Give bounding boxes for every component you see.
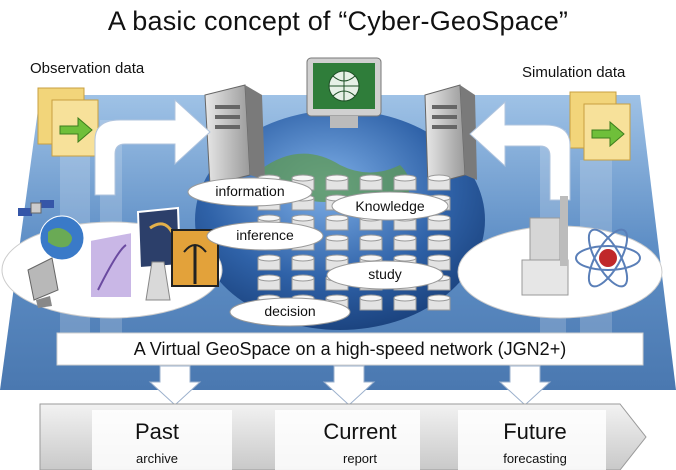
past-panel <box>92 410 232 470</box>
satellite-icon <box>18 200 54 216</box>
down-arrow-past <box>148 365 202 406</box>
database-cylinder-top <box>257 214 281 222</box>
decision-oval <box>229 297 351 327</box>
information-oval <box>187 177 313 207</box>
current-title: Current <box>323 419 397 444</box>
database-cylinder-top <box>427 214 451 222</box>
simulation-document-icon <box>569 91 631 161</box>
observation-flow-arrow <box>94 98 211 196</box>
database-cylinder-top <box>257 274 281 282</box>
study-oval <box>326 260 444 290</box>
database-cylinder-top <box>427 174 451 182</box>
network-banner-label: A Virtual GeoSpace on a high-speed netwo… <box>133 339 567 359</box>
network-banner-box <box>56 332 644 366</box>
concept-information: information <box>215 183 285 199</box>
database-cylinder-top <box>393 174 417 182</box>
concept-decision: decision <box>264 303 316 319</box>
database-cylinder-top <box>393 254 417 262</box>
simulation-flow-arrow <box>469 100 571 201</box>
concept-study: study <box>368 266 402 282</box>
database-cylinder-top <box>325 294 349 302</box>
radar-dish-icon <box>89 230 133 299</box>
database-cylinder-top <box>325 234 349 242</box>
database-cylinder-top <box>427 254 451 262</box>
diagram-title: A basic concept of “Cyber-GeoSpace” <box>107 6 569 36</box>
current-subtitle: report <box>343 451 377 466</box>
database-cylinder-top <box>325 174 349 182</box>
database-cylinder-top <box>325 214 349 222</box>
down-arrow-future <box>498 365 552 406</box>
database-cylinder-top <box>291 274 315 282</box>
database-cylinder-top <box>427 294 451 302</box>
database-cylinder-top <box>291 254 315 262</box>
concept-knowledge: Knowledge <box>355 198 425 214</box>
observation-document-icon <box>37 87 99 157</box>
simulation-data-label: Simulation data <box>522 64 626 81</box>
database-cylinder-top <box>359 174 383 182</box>
database-cylinder-top <box>393 234 417 242</box>
database-cylinder-top <box>257 254 281 262</box>
monitor-icon <box>306 57 382 128</box>
knowledge-oval <box>331 191 449 221</box>
server-left-icon <box>204 84 265 186</box>
database-cylinder-top <box>291 214 315 222</box>
server-right-icon <box>424 84 477 186</box>
past-subtitle: archive <box>136 451 178 466</box>
database-cylinder-top <box>427 234 451 242</box>
database-cylinder-top <box>359 234 383 242</box>
database-cylinder-top <box>359 294 383 302</box>
ground-station-icon <box>27 257 59 308</box>
future-subtitle: forecasting <box>503 451 567 466</box>
antenna-icon <box>171 229 219 287</box>
future-panel <box>458 410 606 470</box>
radar-tower-icon <box>136 206 182 301</box>
supercomputer-icon <box>521 196 569 296</box>
database-cylinder-top <box>291 174 315 182</box>
current-panel <box>275 410 420 470</box>
database-cylinder-top <box>325 254 349 262</box>
atom-icon <box>575 228 641 288</box>
inference-oval <box>206 221 324 251</box>
observation-data-label: Observation data <box>30 60 145 77</box>
future-title: Future <box>503 419 567 444</box>
down-arrow-current <box>322 365 376 406</box>
past-title: Past <box>134 419 180 444</box>
concept-inference: inference <box>236 227 294 243</box>
database-cylinder-top <box>393 294 417 302</box>
database-cylinder-top <box>359 254 383 262</box>
